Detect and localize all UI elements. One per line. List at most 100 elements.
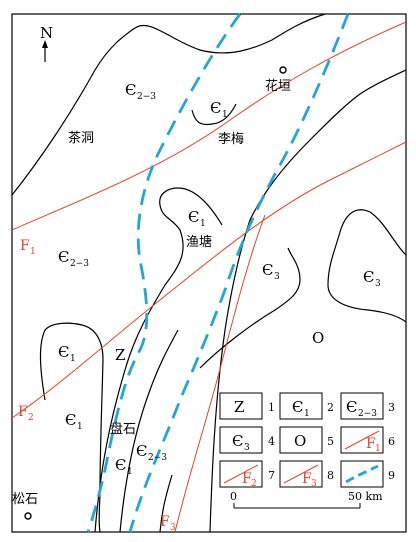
svg-text:2: 2 <box>28 413 34 423</box>
fault-label-f3: F 3 <box>160 514 176 533</box>
svg-text:F: F <box>18 404 28 420</box>
svg-text:Є: Є <box>58 248 69 266</box>
legend-item-3: Є 2−3 3 <box>340 392 395 420</box>
boundary-c3-east <box>327 209 407 323</box>
svg-text:F: F <box>302 471 312 487</box>
svg-text:2−3: 2−3 <box>137 92 156 102</box>
place-panshi: 盘石 <box>110 421 136 437</box>
place-songshi: 松石 <box>12 492 38 507</box>
svg-text:1: 1 <box>375 444 381 454</box>
fault-f2 <box>11 141 407 419</box>
svg-text:Є: Є <box>188 208 199 226</box>
fault-f3 <box>174 214 266 533</box>
unit-label-c1-limei: Є 1 <box>210 99 228 120</box>
svg-text:Є: Є <box>65 411 76 429</box>
svg-text:1: 1 <box>222 110 228 120</box>
place-yutang: 渔塘 <box>186 234 212 250</box>
svg-text:5: 5 <box>327 435 334 448</box>
songshi-marker-icon <box>24 512 32 520</box>
boundary-c1-east <box>159 474 173 533</box>
svg-text:1: 1 <box>268 401 275 414</box>
boundary-limei <box>191 103 237 126</box>
place-huayuan: 花垣 <box>265 78 291 94</box>
svg-text:2−3: 2−3 <box>70 259 89 269</box>
svg-text:F: F <box>20 238 30 254</box>
svg-text:6: 6 <box>388 435 395 448</box>
unit-label-c1-southwest: Є 1 <box>65 411 83 432</box>
svg-text:2: 2 <box>327 401 334 414</box>
unit-label-o: O <box>312 329 324 347</box>
svg-text:F: F <box>366 436 376 452</box>
svg-text:2−3: 2−3 <box>358 409 377 419</box>
unit-label-c3-east: Є 3 <box>363 268 381 289</box>
unit-label-c23-north: Є 2−3 <box>125 81 156 102</box>
unit-label-c1-south: Є 1 <box>115 456 133 477</box>
legend-item-7: F 2 7 <box>219 460 275 489</box>
svg-text:Є: Є <box>125 81 136 99</box>
fault-label-f1: F 1 <box>20 238 36 257</box>
legend: Z 1 Є 1 2 Є 2−3 3 Є 3 4 O 5 <box>219 392 395 489</box>
svg-text:3: 3 <box>170 523 176 533</box>
scale-start: 0 <box>230 490 237 503</box>
unit-label-c23-west: Є 2−3 <box>58 248 89 269</box>
unit-label-c1-west: Є 1 <box>58 343 76 364</box>
svg-text:7: 7 <box>268 469 275 482</box>
svg-text:3: 3 <box>375 279 381 289</box>
north-label: N <box>40 24 53 42</box>
place-limei: 李梅 <box>218 132 244 147</box>
unit-label-c3-central: Є 3 <box>262 261 280 282</box>
svg-text:3: 3 <box>388 401 395 414</box>
legend-item-4: Є 3 4 <box>219 426 275 454</box>
fault-label-f2: F 2 <box>18 404 34 423</box>
svg-text:Є: Є <box>58 343 69 361</box>
svg-text:Є: Є <box>292 398 303 416</box>
svg-text:1: 1 <box>77 422 83 432</box>
svg-text:2: 2 <box>251 479 257 489</box>
legend-item-6: F 1 6 <box>340 426 395 454</box>
boundary-z-c1 <box>119 329 179 533</box>
legend-item-1: Z 1 <box>219 392 275 420</box>
svg-text:8: 8 <box>327 469 334 482</box>
svg-text:Є: Є <box>115 456 126 474</box>
svg-text:1: 1 <box>127 467 133 477</box>
legend-item-5: O 5 <box>279 426 334 454</box>
boundary-yutang-z <box>209 69 407 533</box>
legend-item-2: Є 1 2 <box>279 392 334 420</box>
place-chadong: 茶洞 <box>68 130 94 146</box>
svg-text:Є: Є <box>363 268 374 286</box>
svg-text:Z: Z <box>234 398 244 416</box>
svg-text:2−3: 2−3 <box>148 453 167 463</box>
svg-text:9: 9 <box>388 469 395 482</box>
svg-text:Є: Є <box>136 442 147 460</box>
svg-text:3: 3 <box>311 479 317 489</box>
svg-text:3: 3 <box>274 272 280 282</box>
boundary-yutang-body <box>94 187 223 533</box>
svg-text:F: F <box>160 514 170 530</box>
unit-label-c1-yutang: Є 1 <box>188 208 206 229</box>
fault-f1 <box>11 21 407 231</box>
huayuan-marker-icon <box>279 66 287 74</box>
svg-text:3: 3 <box>244 443 250 453</box>
unit-label-c23-south: Є 2−3 <box>136 442 167 463</box>
svg-text:Є: Є <box>232 432 243 450</box>
svg-text:F: F <box>242 471 252 487</box>
svg-text:Є: Є <box>210 99 221 117</box>
legend-item-9: 9 <box>340 460 395 488</box>
map-frame <box>11 13 407 533</box>
unit-label-z: Z <box>115 346 125 364</box>
scale-bar: 0 50 km <box>230 490 383 509</box>
north-arrow-head-icon <box>42 40 48 48</box>
legend-item-8: F 3 8 <box>279 460 334 489</box>
boundary-o-c3 <box>199 247 301 369</box>
svg-text:1: 1 <box>30 247 36 257</box>
svg-text:1: 1 <box>70 354 76 364</box>
vein-east <box>128 13 350 533</box>
scale-end: 50 km <box>348 490 383 503</box>
svg-text:Є: Є <box>346 398 357 416</box>
svg-text:Є: Є <box>262 261 273 279</box>
svg-text:1: 1 <box>304 409 310 419</box>
svg-text:1: 1 <box>200 219 206 229</box>
boundary-c23-north <box>11 13 326 196</box>
